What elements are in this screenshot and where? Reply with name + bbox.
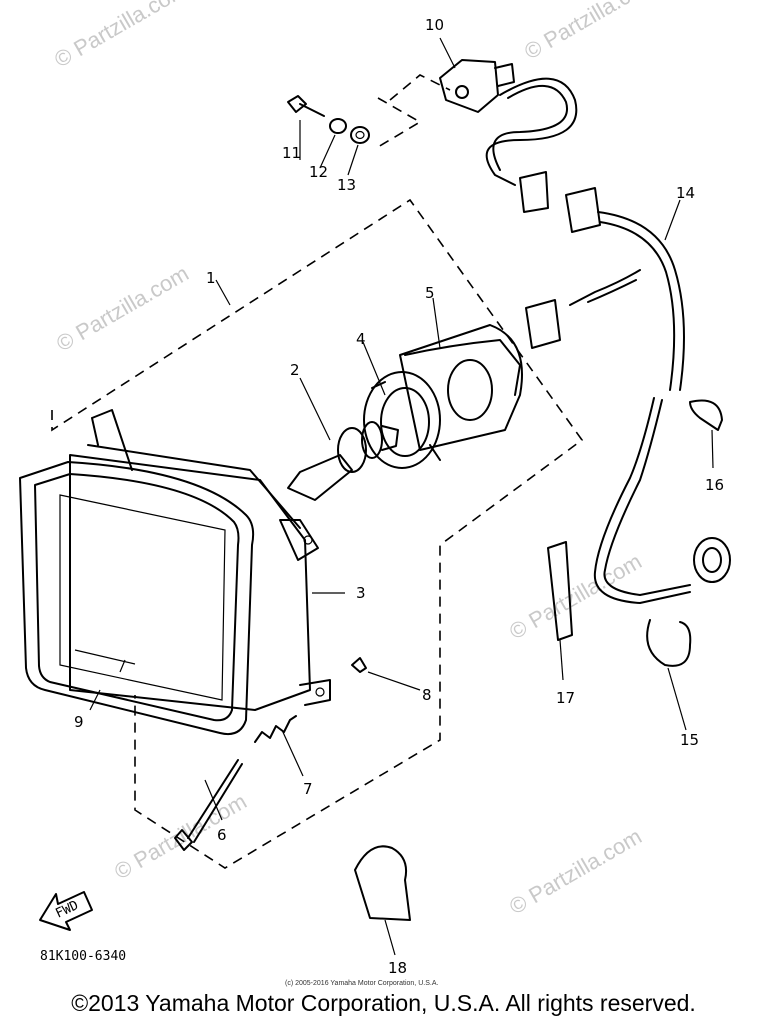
- callout-2: 2: [290, 361, 300, 379]
- leader-lines: [89, 37, 714, 956]
- bulb: [287, 421, 399, 501]
- callout-17: 17: [556, 689, 575, 707]
- bulb-holder: [363, 371, 441, 469]
- watermark-text: © Partzilla.com: [520, 0, 661, 64]
- callout-14: 14: [676, 184, 695, 202]
- callout-3: 3: [356, 584, 366, 602]
- callout-15: 15: [680, 731, 699, 749]
- headlight-cover: [399, 324, 523, 451]
- watermark-text: © Partzilla.com: [505, 824, 646, 920]
- callout-1: 1: [206, 269, 216, 287]
- watermarks: © Partzilla.com © Partzilla.com © Partzi…: [50, 0, 661, 919]
- callout-9: 9: [74, 713, 84, 731]
- wire-harness: [485, 77, 731, 604]
- callout-4: 4: [356, 330, 366, 348]
- connector-bracket-line: [389, 74, 451, 101]
- watermark-text: © Partzilla.com: [50, 0, 191, 72]
- callout-16: 16: [705, 476, 724, 494]
- bolt-washer-set: [287, 95, 370, 144]
- clip-15: [646, 619, 692, 667]
- bracket-18: [354, 845, 411, 921]
- watermark-text: © Partzilla.com: [110, 789, 251, 885]
- clamp-16: [689, 399, 723, 431]
- switch-connector: [439, 59, 515, 113]
- callout-13: 13: [337, 176, 356, 194]
- callout-5: 5: [425, 284, 435, 302]
- assembly-boundary: [51, 198, 584, 869]
- spring-7: [254, 715, 297, 743]
- watermark-text: © Partzilla.com: [505, 549, 646, 645]
- headlight-housing: [69, 409, 331, 711]
- callout-11: 11: [282, 144, 301, 162]
- small-copyright: (c) 2005-2016 Yamaha Motor Corporation, …: [285, 980, 438, 987]
- copyright-footer: ©2013 Yamaha Motor Corporation, U.S.A. A…: [71, 990, 696, 1016]
- callout-labels: 10 11 12 13 14 1 5 4 2 16 3 8 17 9 15 7 …: [74, 16, 724, 977]
- callout-8: 8: [422, 686, 432, 704]
- nut-8: [351, 657, 367, 673]
- callout-10: 10: [425, 16, 444, 34]
- callout-6: 6: [217, 826, 227, 844]
- callout-18: 18: [388, 959, 407, 977]
- callout-7: 7: [303, 780, 313, 798]
- band-17: [547, 541, 573, 641]
- callout-12: 12: [309, 163, 328, 181]
- fwd-arrow: FWD: [39, 891, 93, 931]
- watermark-text: © Partzilla.com: [52, 261, 193, 357]
- headlight-rim: [19, 461, 255, 736]
- grommet-bracket-line: [377, 97, 422, 148]
- diagram-code: 81K100-6340: [40, 949, 126, 964]
